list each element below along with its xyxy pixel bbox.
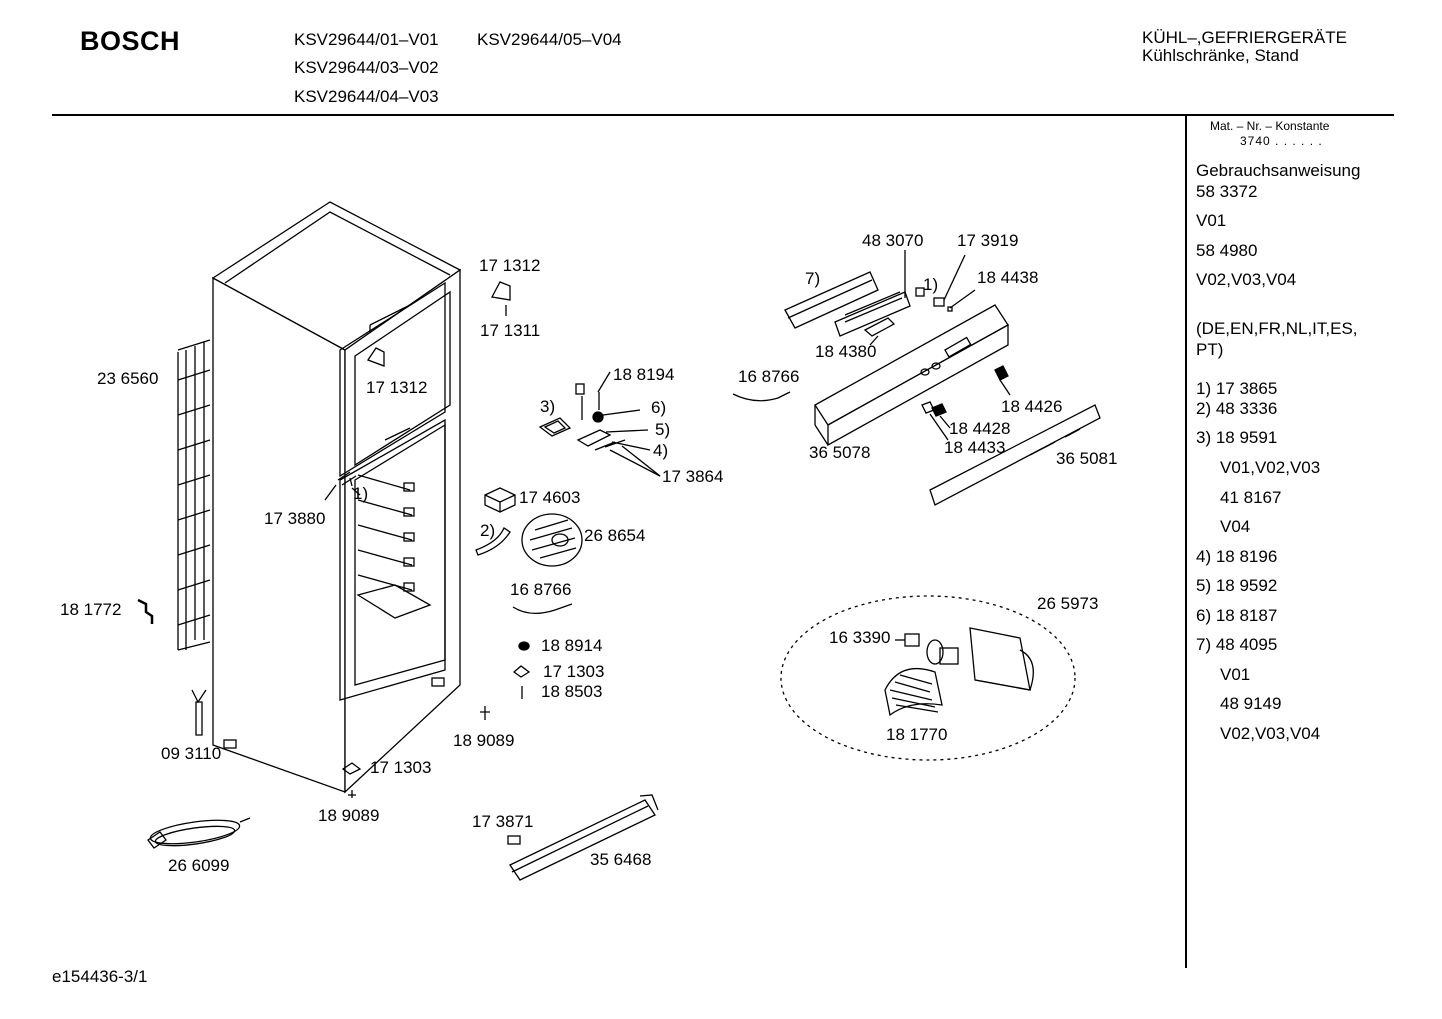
callout-label: 2)	[480, 521, 496, 540]
part-label: 26 6099	[168, 856, 230, 875]
model-number: KSV29644/05–V04	[477, 30, 622, 49]
sidebar-line: 58 3372	[1196, 182, 1258, 201]
sidebar-line: 6) 18 8187	[1196, 606, 1278, 625]
part-label: 35 6468	[590, 850, 652, 869]
model-number: KSV29644/03–V02	[294, 58, 439, 77]
model-number: KSV29644/01–V01	[294, 30, 439, 49]
model-number: KSV29644/04–V03	[294, 87, 439, 106]
power-cable-drawing	[147, 817, 251, 849]
part-label: 26 8654	[584, 526, 646, 545]
part-label: 16 8766	[738, 367, 800, 386]
category-heading: KÜHL–,GEFRIERGERÄTE Kühlschränke, Stand	[1142, 29, 1347, 65]
sidebar-line: 1) 17 3865	[1196, 379, 1278, 398]
part-label: 18 4438	[977, 268, 1039, 287]
part-label: 18 1772	[60, 600, 122, 619]
part-label: 17 1303	[543, 662, 605, 681]
part-label: 18 9089	[453, 731, 515, 750]
part-label: 17 3871	[472, 812, 534, 831]
sidebar-line: 48 9149	[1220, 694, 1282, 713]
sidebar-line: V02,V03,V04	[1196, 270, 1297, 289]
callout-label: 4)	[653, 441, 669, 460]
callout-label: 6)	[651, 398, 667, 417]
sidebar-line: PT)	[1196, 340, 1224, 359]
sidebar-line: 7) 48 4095	[1196, 635, 1278, 654]
part-label: 18 4428	[949, 419, 1011, 438]
category-subtitle: Kühlschränke, Stand	[1142, 46, 1299, 65]
brand-logo: BOSCH	[80, 26, 181, 56]
callout-label: 1)	[353, 484, 369, 503]
part-label: 18 8194	[613, 365, 675, 384]
part-label: 18 8914	[541, 636, 603, 655]
sidebar-line: 41 8167	[1220, 488, 1282, 507]
sidebar-line: (DE,EN,FR,NL,IT,ES,	[1196, 319, 1358, 338]
sidebar-line: V01	[1220, 665, 1251, 684]
part-label: 16 3390	[829, 628, 891, 647]
part-label: 17 3864	[662, 467, 724, 486]
part-label: 26 5973	[1037, 594, 1099, 613]
header-divider	[52, 114, 1394, 116]
sidebar-line: 5) 18 9592	[1196, 576, 1278, 595]
sidebar-line: V04	[1220, 517, 1251, 536]
document-code: e154436-3/1	[52, 967, 148, 986]
sidebar-line: V02,V03,V04	[1220, 724, 1321, 743]
part-label: 18 4433	[944, 438, 1006, 457]
callout-label: 7)	[805, 269, 821, 288]
callout-label: 3)	[540, 397, 556, 416]
sidebar-line: 2) 48 3336	[1196, 399, 1278, 418]
sidebar-line: V01	[1196, 211, 1227, 230]
part-label: 17 1312	[366, 378, 428, 397]
sidebar-line: Gebrauchsanweisung	[1196, 161, 1361, 180]
sidebar-divider	[1185, 116, 1187, 968]
part-label: 18 4426	[1001, 397, 1063, 416]
part-label: 48 3070	[862, 231, 924, 250]
part-label: 36 5081	[1056, 449, 1118, 468]
sidebar-line: V01,V02,V03	[1220, 458, 1321, 477]
mat-label: Mat. – Nr. – Konstante	[1210, 119, 1330, 133]
condenser-drawing	[177, 339, 211, 651]
part-label: 18 4380	[815, 342, 877, 361]
part-label: 09 3110	[161, 744, 222, 763]
part-label: 23 6560	[97, 369, 159, 388]
part-label: 36 5078	[809, 443, 871, 462]
part-label: 18 8503	[541, 682, 603, 701]
category-title: KÜHL–,GEFRIERGERÄTE	[1142, 28, 1347, 47]
part-label: 17 3880	[264, 509, 326, 528]
part-label: 16 8766	[510, 580, 572, 599]
part-label: 17 4603	[519, 488, 581, 507]
sidebar-line: 58 4980	[1196, 241, 1258, 260]
part-label: 17 1303	[370, 758, 432, 777]
part-label: 18 9089	[318, 806, 380, 825]
sidebar-line: 4) 18 8196	[1196, 547, 1278, 566]
callout-label: 5)	[655, 420, 671, 439]
cabinet-drawing	[211, 201, 462, 794]
part-label: 17 3919	[957, 231, 1019, 250]
part-label: 17 1312	[479, 256, 541, 275]
callout-label: 1)	[923, 275, 939, 294]
sidebar-line: 3) 18 9591	[1196, 428, 1278, 447]
part-label: 18 1770	[886, 725, 948, 744]
part-label: 17 1311	[480, 321, 541, 340]
mat-value: 3740 . . . . . .	[1240, 134, 1323, 148]
